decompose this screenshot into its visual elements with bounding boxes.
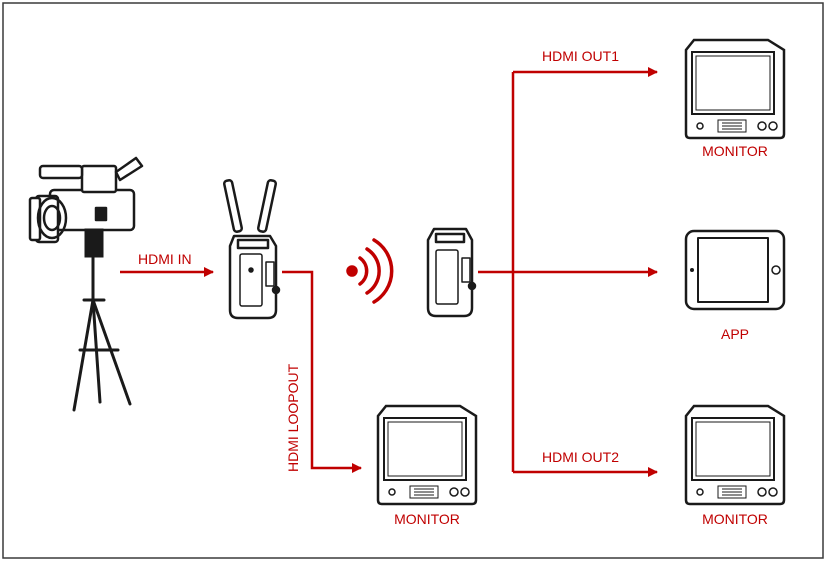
- transmitter-icon: [222, 179, 281, 320]
- monitor-icon: [376, 404, 478, 506]
- wireless-signal-icon: [346, 238, 394, 304]
- monitor-bottom-center-label: MONITOR: [394, 511, 460, 527]
- hdmi-in-label: HDMI IN: [138, 251, 192, 267]
- tablet-icon: [684, 229, 786, 311]
- receiver-icon: [426, 227, 477, 318]
- hdmi-loopout-label: HDMI LOOPOUT: [285, 363, 301, 472]
- monitor-top-label: MONITOR: [702, 143, 768, 159]
- hdmi-out1-label: HDMI OUT1: [542, 48, 619, 64]
- hdmi-out2-label: HDMI OUT2: [542, 449, 619, 465]
- tripod-icon: [72, 228, 132, 412]
- camera-icon: [28, 156, 144, 244]
- connector-lines: [120, 67, 658, 477]
- monitor-icon: [684, 38, 786, 140]
- monitor-bottom-right-label: MONITOR: [702, 511, 768, 527]
- monitor-icon: [684, 404, 786, 506]
- app-label: APP: [721, 326, 749, 342]
